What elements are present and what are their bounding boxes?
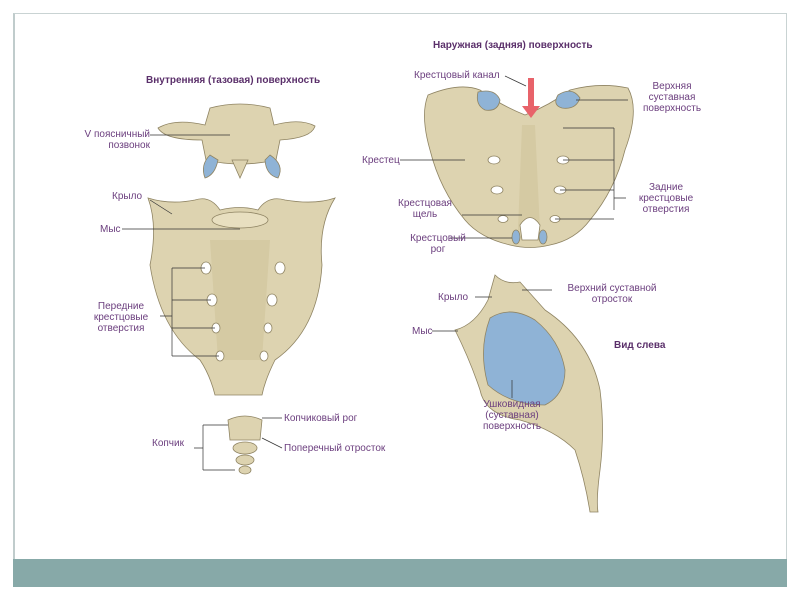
slide-frame bbox=[13, 13, 787, 587]
label-line: Задние bbox=[648, 182, 684, 193]
label-auricular-surface: Ушковидная (суставная) поверхность bbox=[470, 399, 554, 432]
label-lumbar-vertebra: V поясничный позвонок bbox=[60, 129, 150, 151]
leader-lines bbox=[122, 75, 628, 471]
label-line: (суставная) bbox=[485, 410, 539, 421]
sacral-canal-arrow bbox=[522, 78, 540, 118]
label-line: отверстия bbox=[97, 323, 145, 334]
inner-surface-title: Внутренняя (тазовая) поверхность bbox=[146, 75, 321, 86]
label-line: Верхняя bbox=[652, 81, 692, 92]
label-line: отверстия bbox=[642, 204, 690, 215]
label-line: позвонок bbox=[108, 140, 150, 151]
label-coccygeal-horn: Копчиковый рог bbox=[284, 413, 358, 424]
label-line: поверхность bbox=[482, 421, 542, 432]
label-line: Ушковидная bbox=[483, 399, 541, 410]
label-line: V поясничный bbox=[84, 129, 150, 140]
label-line: отросток bbox=[591, 294, 633, 305]
outer-surface-title: Наружная (задняя) поверхность bbox=[433, 40, 593, 51]
label-side-wing: Крыло bbox=[438, 292, 469, 303]
label-line: Крестцовый bbox=[410, 233, 466, 244]
label-line: щель bbox=[412, 209, 438, 220]
label-line: рог bbox=[430, 244, 446, 255]
label-line: крестцовые bbox=[638, 193, 694, 204]
lumbar-vertebra-drawing bbox=[157, 103, 316, 179]
label-line: поверхность bbox=[642, 103, 702, 114]
label-line: Верхний суставной bbox=[567, 283, 657, 294]
label-line: Передние bbox=[97, 301, 145, 312]
left-view-title: Вид слева bbox=[614, 340, 666, 351]
coccyx-drawing bbox=[227, 415, 263, 475]
label-wing: Крыло bbox=[112, 191, 143, 202]
label-line: суставная bbox=[648, 92, 696, 103]
label-anterior-foramina: Передние крестцовые отверстия bbox=[78, 301, 164, 334]
footer-band bbox=[13, 559, 787, 587]
label-coccyx: Копчик bbox=[152, 438, 184, 449]
label-sacral-horn: Крестцовый рог bbox=[402, 233, 474, 255]
label-line: Крестцовая bbox=[398, 198, 452, 209]
label-sacral-canal: Крестцовый канал bbox=[414, 70, 500, 81]
label-side-promontory: Мыс bbox=[412, 326, 433, 337]
label-superior-articular-surface: Верхняя суставная поверхность bbox=[630, 81, 714, 114]
label-transverse-process: Поперечный отросток bbox=[284, 443, 386, 454]
sacrum-anterior-drawing bbox=[147, 197, 336, 396]
label-posterior-foramina: Задние крестцовые отверстия bbox=[626, 182, 706, 215]
label-sacrum: Крестец bbox=[362, 155, 400, 166]
label-sacral-hiatus: Крестцовая щель bbox=[390, 198, 460, 220]
sacrum-lateral-drawing bbox=[454, 274, 603, 513]
label-promontory: Мыс bbox=[100, 224, 121, 235]
label-line: крестцовые bbox=[93, 312, 149, 323]
label-superior-articular-process: Верхний суставной отросток bbox=[554, 283, 670, 305]
